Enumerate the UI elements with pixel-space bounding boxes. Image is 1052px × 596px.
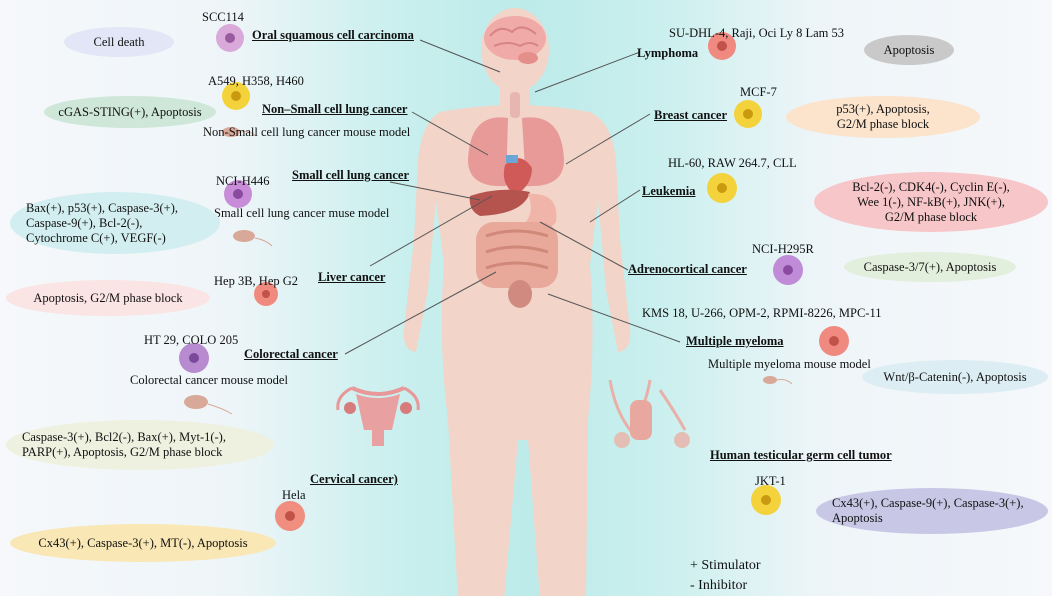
effect-pill-leukemia: Bcl-2(-), CDK4(-), Cyclin E(-), Wee 1(-)… [814,172,1048,232]
cell-line-leukemia: HL-60, RAW 264.7, CLL [668,156,797,170]
cancer-label-cervical: Cervical cancer) [310,472,398,486]
mouse-icon-colorectal [184,395,233,415]
cancer-label-testicular: Human testicular germ cell tumor [710,448,892,462]
cancer-label-oral: Oral squamous cell carcinoma [252,28,414,42]
effect-pill-nsclc: cGAS-STING(+), Apoptosis [44,96,216,128]
cell-line-testicular: JKT-1 [755,474,786,488]
cell-line-oral: SCC114 [202,10,244,24]
cell-line-liver: Hep 3B, Hep G2 [214,274,299,288]
cell-icon-kms18 [819,326,849,356]
mouse-icon-sclc [233,230,273,247]
cancer-label-lymphoma: Lymphoma [637,46,699,60]
cell-line-sclc: NCI-H446 [216,174,270,188]
stomach-icon [522,193,557,231]
effect-pill-liver: Apoptosis, G2/M phase block [6,280,210,316]
intestine-icon [476,222,558,308]
effect-pill-testicular: Cx43(+), Caspase-9(+), Caspase-3(+), Apo… [816,488,1048,534]
male-reproductive-icon [608,379,690,448]
cell-icon-a549 [222,82,250,110]
cell-line-nsclc: A549, H358, H460 [208,74,304,88]
cell-icon-scc114 [216,24,244,52]
effect-pill-cervical: Cx43(+), Caspase-3(+), MT(-), Apoptosis [10,524,276,562]
connector-lines [344,39,681,355]
cell-icon-h295r [773,255,803,285]
model-colorectal: Colorectal cancer mouse model [130,373,288,387]
cancer-label-liver: Liver cancer [318,270,386,284]
model-sclc: Small cell lung cancer muse model [214,206,390,220]
cancer-label-adrenocortical: Adrenocortical cancer [628,262,747,276]
cell-icon-ht29 [179,343,209,373]
trachea-icon [510,92,520,118]
mouse-icon-myeloma [763,376,793,385]
legend-stimulator: + Stimulator [690,558,761,573]
cancer-label-breast: Breast cancer [654,108,728,122]
lungs-icon [468,117,564,187]
model-nsclc: Non-Small cell lung cancer mouse model [203,125,411,139]
cell-icon-lymphoma [708,32,736,60]
cancer-label-nsclc: Non–Small cell lung cancer [262,102,408,116]
cancer-label-sclc: Small cell lung cancer [292,168,409,182]
cancer-label-colorectal: Colorectal cancer [244,347,338,361]
model-myeloma: Multiple myeloma mouse model [708,357,871,371]
effect-pill-colorectal: Caspase-3(+), Bcl2(-), Bax(+), Myt-1(-),… [6,420,274,470]
cell-icon-mcf7 [734,100,762,128]
cell-icon-jkt1 [751,485,781,515]
legend-inhibitor: - Inhibitor [690,578,748,593]
cell-line-adrenocortical: NCI-H295R [752,242,814,256]
heart-icon [503,155,532,195]
effect-pill-breast: p53(+), Apoptosis, G2/M phase block [786,96,980,138]
cancer-label-leukemia: Leukemia [642,184,696,198]
cell-line-breast: MCF-7 [740,85,777,99]
cell-line-cervical: Hela [282,488,306,502]
uterus-icon [336,386,420,446]
effect-pill-lymphoma: Apoptosis [864,35,954,65]
brain-icon [484,16,546,64]
cell-line-myeloma: KMS 18, U-266, OPM-2, RPMI-8226, MPC-11 [642,306,882,320]
cell-icon-hep [254,282,278,306]
liver-icon [469,189,530,216]
cell-line-colorectal: HT 29, COLO 205 [144,333,239,347]
mouse-icon-nsclc [222,127,257,137]
cancer-label-myeloma: Multiple myeloma [686,334,784,348]
effect-pill-adrenocortical: Caspase-3/7(+), Apoptosis [844,252,1016,282]
cell-icon-hl60 [707,173,737,203]
effect-pill-myeloma: Wnt/β-Catenin(-), Apoptosis [862,360,1048,394]
cell-line-lymphoma: SU-DHL-4, Raji, Oci Ly 8 Lam 53 [669,26,844,40]
effect-pill-sclc: Bax(+), p53(+), Caspase-3(+), Caspase-9(… [10,192,220,254]
cell-icon-hela [275,501,305,531]
cell-icon-h446 [224,180,252,208]
effect-pill-oral: Cell death [64,27,174,57]
